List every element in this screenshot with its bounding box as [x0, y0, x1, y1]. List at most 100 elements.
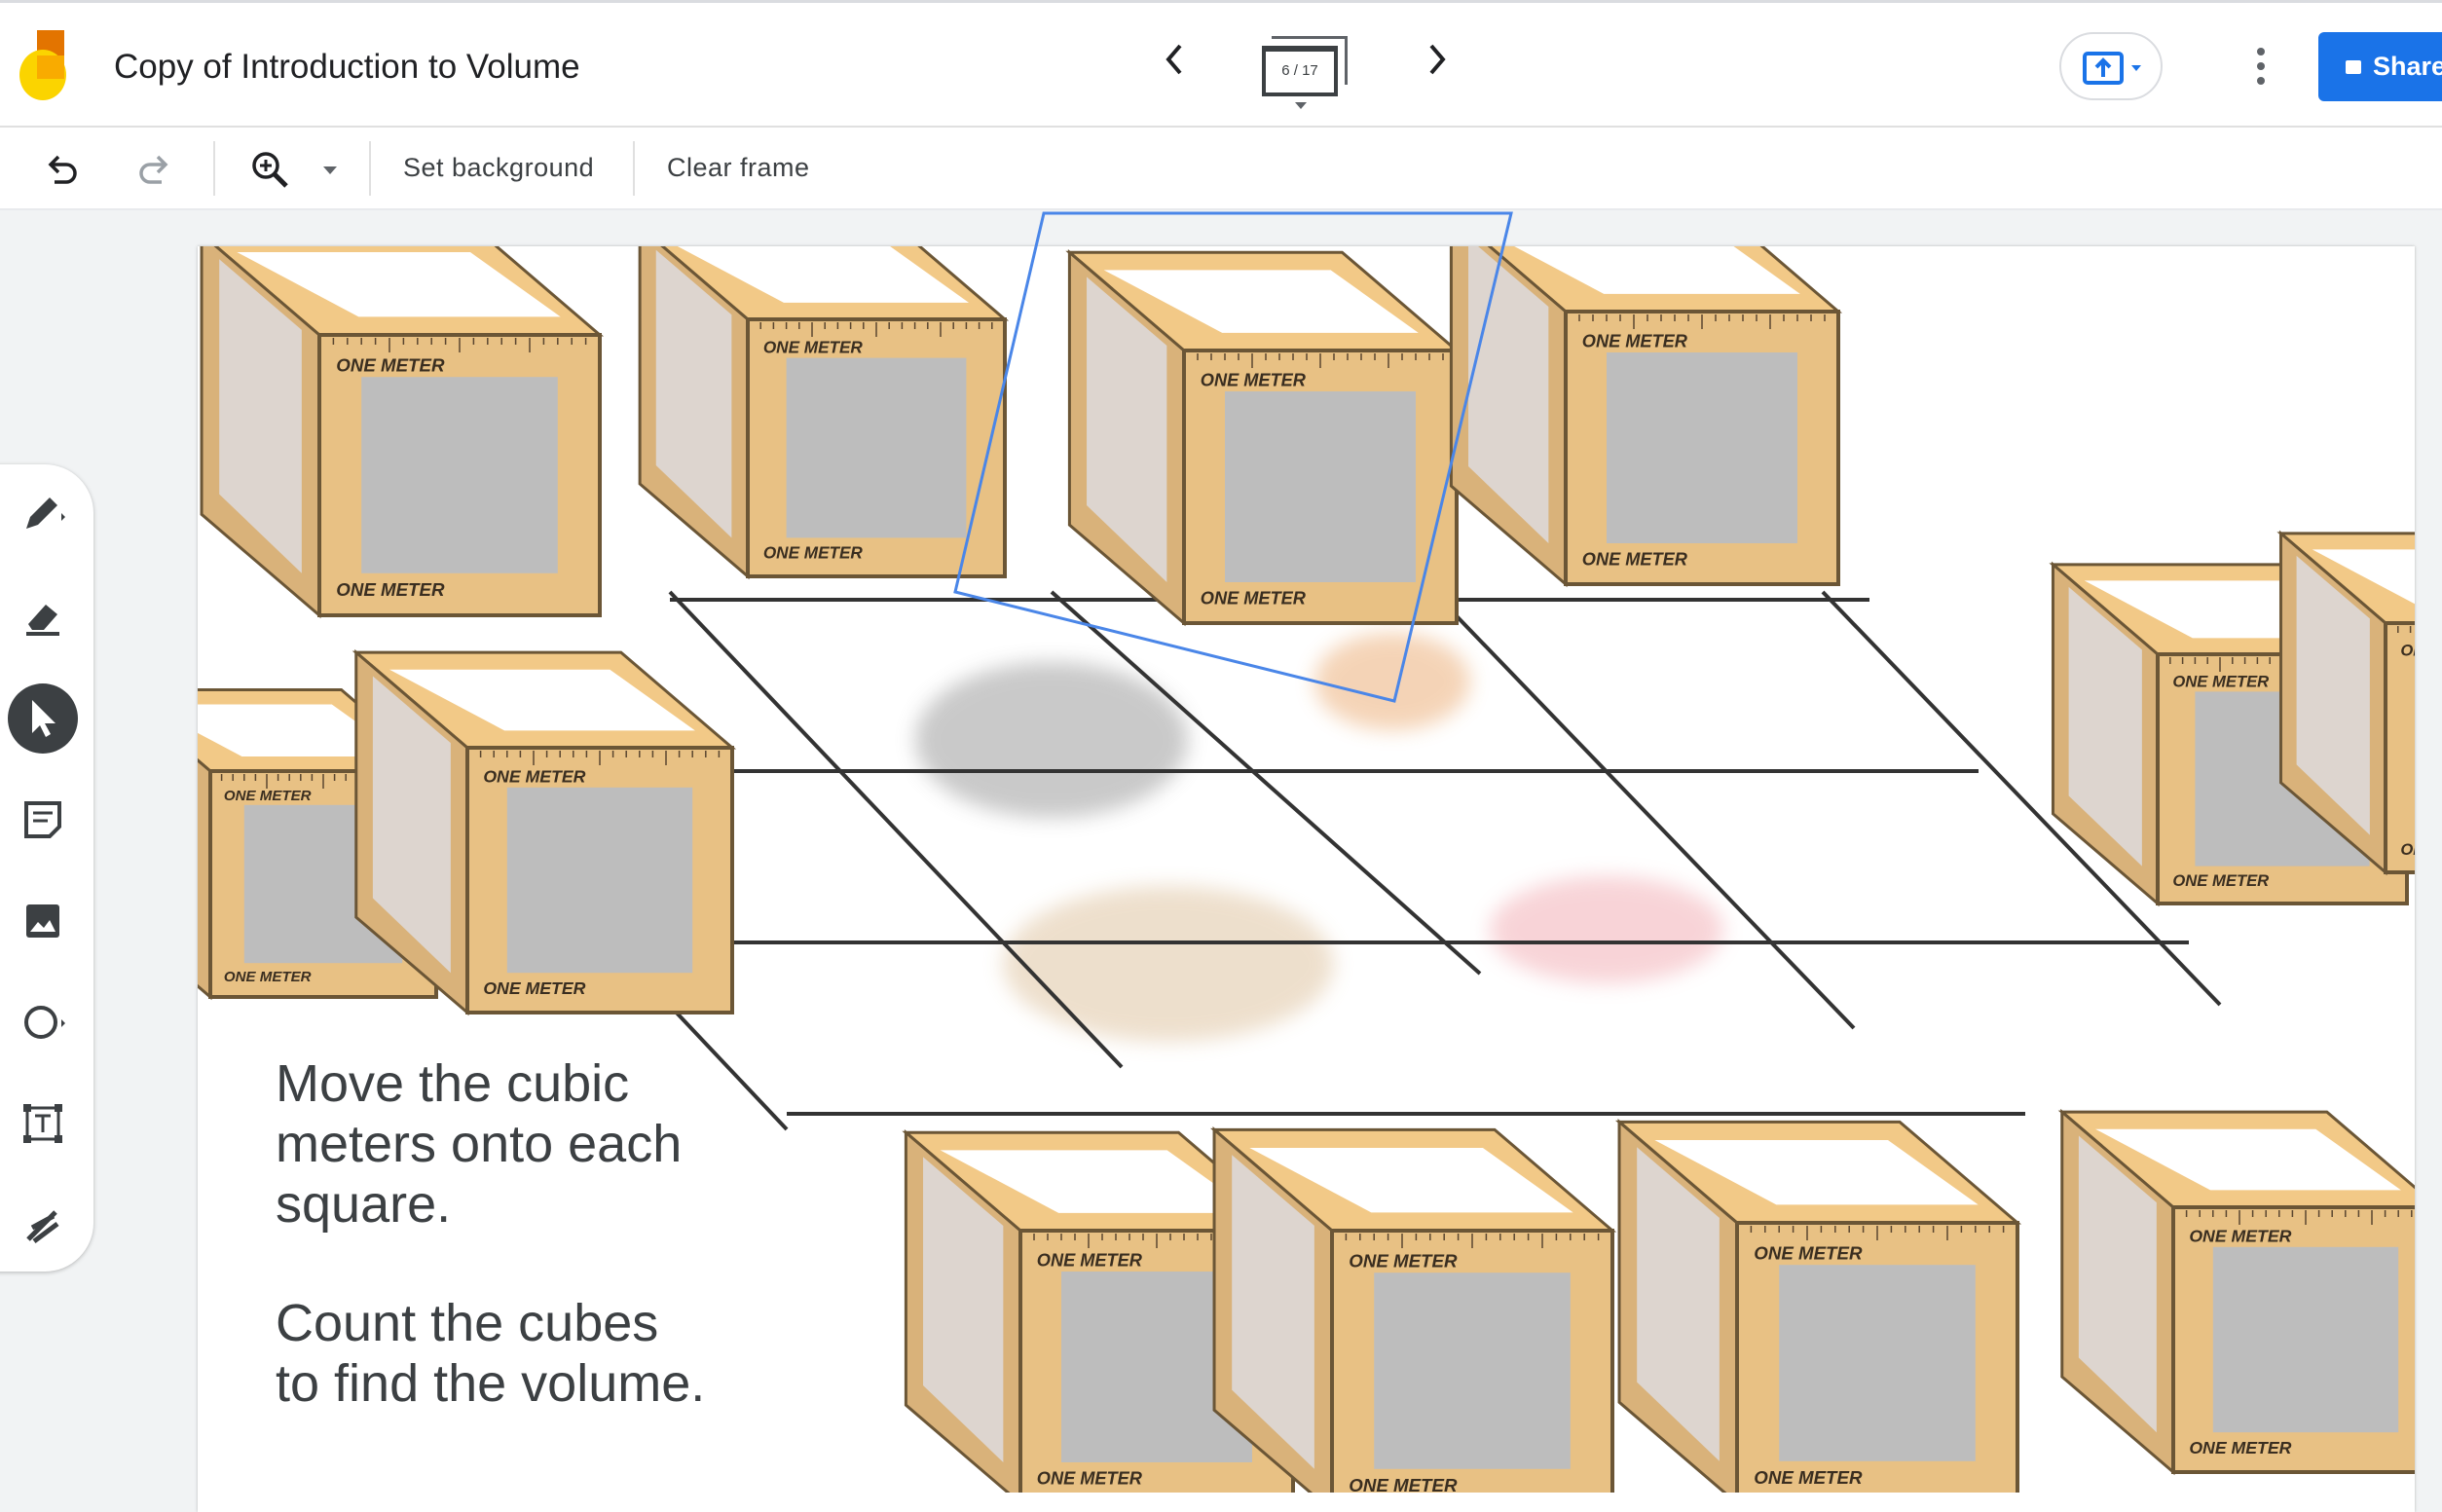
- cow-image: [1003, 886, 1334, 1042]
- cube-front-window: [2212, 1246, 2399, 1433]
- grid-line: [1821, 590, 2222, 1007]
- cube-top-window: [237, 251, 561, 317]
- sticky-note-tool[interactable]: [8, 785, 78, 855]
- cube-label: ONE METER: [224, 969, 312, 985]
- undo-icon[interactable]: [43, 151, 82, 190]
- cube-label: ONE METER: [1754, 1467, 1863, 1488]
- share-label: Share: [2373, 52, 2442, 81]
- toolbar-divider: [633, 141, 635, 196]
- cube-top-window: [2095, 1128, 2401, 1191]
- cube-side-window: [130, 710, 196, 963]
- cube[interactable]: ONE METER ONE METER: [1614, 1119, 2022, 1493]
- cube-side-window: [2068, 586, 2142, 867]
- instruction-text-1[interactable]: Move the cubic meters onto each square.: [276, 1053, 682, 1235]
- cube-label: ONE METER: [2189, 1226, 2291, 1245]
- cube-side-window: [219, 259, 302, 573]
- cube-top-window: [940, 1150, 1255, 1213]
- sticky-note-icon: [24, 801, 61, 838]
- lock-icon: [2346, 60, 2361, 74]
- set-background-button[interactable]: Set background: [403, 153, 595, 182]
- redo-icon[interactable]: [134, 151, 173, 190]
- select-tool[interactable]: [8, 683, 78, 754]
- cube-label: ONE METER: [336, 354, 445, 375]
- sheep-image: [915, 662, 1188, 818]
- cube[interactable]: ONE METER ONE METER: [638, 227, 1010, 580]
- cube-top-window: [1103, 270, 1419, 333]
- toolbar-divider: [213, 141, 215, 196]
- chevron-left-icon: [1166, 44, 1182, 75]
- cube-front-window: [506, 787, 693, 974]
- cube-label: ONE METER: [1201, 588, 1307, 608]
- cube-top-window: [198, 704, 405, 756]
- cube[interactable]: ONE METER ONE METER: [352, 648, 737, 1016]
- cube-label: ONE METER: [2400, 840, 2442, 859]
- selection-outline[interactable]: [953, 211, 1513, 703]
- document-title[interactable]: Copy of Introduction to Volume: [114, 48, 580, 86]
- cube-top-window: [1514, 246, 1800, 294]
- cube-side-window: [655, 249, 732, 538]
- frame-counter-button[interactable]: 6 / 17: [1262, 36, 1348, 109]
- zoom-in-icon[interactable]: [249, 149, 292, 192]
- cube-label: ONE METER: [483, 978, 585, 998]
- cube-top-window: [389, 669, 695, 731]
- chicken-image: [1314, 633, 1470, 730]
- pen-tool[interactable]: [8, 479, 78, 549]
- more-vert-icon[interactable]: [2249, 46, 2273, 89]
- eraser-icon: [26, 605, 59, 636]
- cube-front-face: [2384, 621, 2415, 874]
- cube-front-window: [1779, 1265, 1976, 1461]
- cube[interactable]: ONE METER ONE METER: [2276, 530, 2442, 876]
- dropdown-icon[interactable]: [321, 165, 339, 176]
- eraser-tool[interactable]: [8, 582, 78, 652]
- cube-side-window: [2078, 1135, 2157, 1433]
- farm-animals-background: [915, 633, 1723, 1042]
- frame-stack-icon: [1272, 36, 1348, 85]
- grid-line: [668, 590, 1124, 1069]
- jamboard-logo: [19, 30, 66, 100]
- cube-front-window: [786, 357, 967, 538]
- cube-label: ONE METER: [2172, 672, 2269, 690]
- instruction-text-2[interactable]: Count the cubes to find the volume.: [276, 1293, 705, 1414]
- cube-side-window: [1087, 277, 1167, 582]
- next-frame-button[interactable]: [1424, 38, 1449, 92]
- tool-rail: [0, 464, 93, 1272]
- share-button[interactable]: Share: [2318, 32, 2442, 101]
- grid-line: [1431, 590, 1856, 1030]
- pig-image: [1490, 876, 1723, 983]
- cube-label: ONE METER: [483, 766, 585, 786]
- text-line: Count the cubes: [276, 1294, 659, 1352]
- pointer-icon: [32, 700, 56, 737]
- cube-front-window: [361, 377, 558, 573]
- prev-frame-button[interactable]: [1163, 38, 1188, 92]
- circle-icon: [24, 1006, 65, 1039]
- cube-front-window: [1225, 391, 1416, 582]
- cube-label: ONE METER: [2400, 641, 2442, 659]
- cube-top-window: [677, 246, 970, 303]
- cube-label: ONE METER: [1582, 549, 1688, 569]
- cube-label: ONE METER: [1037, 1250, 1143, 1270]
- text-line: to find the volume.: [276, 1354, 706, 1413]
- cube-label: ONE METER: [763, 337, 864, 356]
- present-button[interactable]: [2059, 32, 2163, 100]
- text-box-tool[interactable]: [8, 1088, 78, 1159]
- cube-top-window: [1249, 1147, 1573, 1213]
- clear-frame-button[interactable]: Clear frame: [667, 153, 810, 182]
- cube-label: ONE METER: [1754, 1242, 1863, 1263]
- cube-side-window: [1468, 246, 1549, 543]
- image-tool[interactable]: [8, 886, 78, 956]
- cube-label: ONE METER: [2172, 871, 2269, 890]
- laser-tool[interactable]: [8, 1190, 78, 1260]
- grid-line: [1050, 590, 1482, 976]
- top-bar: Copy of Introduction to Volume 6 / 17 Sh…: [0, 0, 2442, 128]
- cube-label: ONE METER: [763, 543, 864, 563]
- toolbar-divider: [369, 141, 371, 196]
- shape-tool[interactable]: [8, 987, 78, 1057]
- cube-side-window: [1232, 1155, 1314, 1469]
- cube-top-window: [2312, 549, 2415, 605]
